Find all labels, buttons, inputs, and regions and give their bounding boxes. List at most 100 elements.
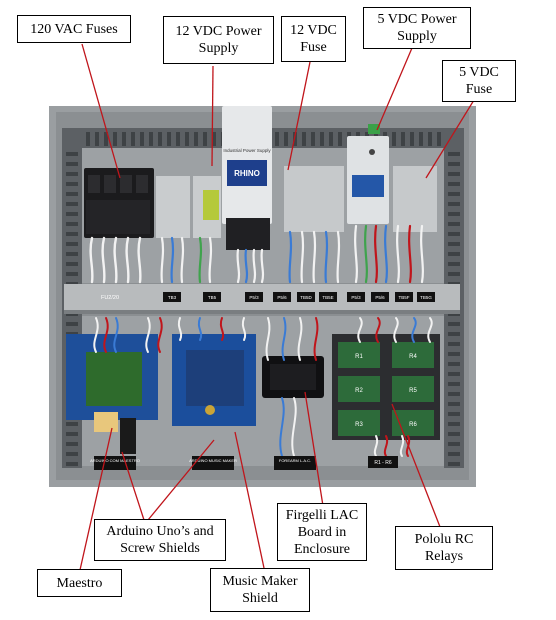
- callout-text: Fuse: [300, 40, 327, 55]
- power-supply-12vdc: RHINO Industrial Power Supply: [222, 106, 272, 250]
- duct-slot: [448, 382, 460, 386]
- duct-slot: [66, 442, 78, 446]
- duct-slot: [66, 272, 78, 276]
- wire: [373, 435, 379, 457]
- wire: [177, 317, 183, 341]
- duct-slot: [86, 132, 90, 146]
- lac-enclosure: [262, 356, 324, 398]
- callout-text: Supply: [397, 29, 437, 44]
- wire: [288, 230, 293, 284]
- callout-text: Arduino Uno’s and: [106, 524, 214, 539]
- duct-slot: [448, 182, 460, 186]
- duct-slot: [448, 462, 460, 466]
- callout-12vdc-power-supply: 12 VDC Power Supply: [163, 16, 274, 64]
- rail-tag-label: P5/6: [277, 295, 287, 300]
- wire: [420, 224, 424, 284]
- duct-slot: [140, 132, 144, 146]
- duct-slot: [448, 422, 460, 426]
- wire: [160, 236, 165, 284]
- arduino-maestro-stack: [66, 334, 158, 454]
- wire: [219, 317, 225, 341]
- rail-tag: [395, 292, 413, 302]
- duct-slot: [338, 132, 342, 146]
- wire: [364, 224, 368, 284]
- wire: [125, 236, 130, 284]
- callout-music-maker-shield: Music Maker Shield: [210, 568, 310, 612]
- duct-slot: [448, 362, 460, 366]
- rail-tag: [245, 292, 263, 302]
- relay-board: [338, 342, 380, 368]
- relay-board: [392, 342, 434, 368]
- wire: [101, 236, 106, 284]
- rail-tag: [203, 292, 221, 302]
- rail-tag-label: TB5F: [398, 295, 409, 300]
- callout-maestro: Maestro: [37, 569, 122, 597]
- wire: [357, 317, 363, 343]
- callout-text: Enclosure: [294, 541, 350, 557]
- duct-slot: [185, 132, 189, 146]
- rail-tag: [319, 292, 337, 302]
- fuse-holders-120vac: [84, 168, 154, 238]
- duct-slot: [131, 132, 135, 146]
- duct-slot: [66, 422, 78, 426]
- duct-slot: [448, 352, 460, 356]
- callout-text: 5 VDC Power: [377, 12, 457, 27]
- callout-5vdc-fuse: 5 VDC Fuse: [442, 60, 516, 102]
- wire: [113, 236, 118, 284]
- callout-text: Supply: [198, 41, 239, 56]
- label-arduino-music: ARDUINO MUSIC MAKER: [189, 458, 237, 463]
- wire: [197, 317, 203, 341]
- duct-slot: [66, 232, 78, 236]
- duct-slot: [66, 222, 78, 226]
- wire: [384, 224, 388, 284]
- rail-tag: [163, 292, 181, 302]
- wire: [208, 236, 213, 284]
- duct-slot: [311, 132, 315, 146]
- duct-slot: [66, 262, 78, 266]
- wire: [180, 236, 185, 284]
- duct-slot: [320, 132, 324, 146]
- duct-slot: [176, 132, 180, 146]
- wire: [145, 317, 151, 353]
- wire: [297, 317, 303, 361]
- wire: [354, 224, 358, 284]
- wire: [137, 236, 142, 284]
- wire: [241, 317, 247, 341]
- terminal-blocks-left: [156, 176, 221, 238]
- relay-board: [392, 376, 434, 402]
- rail-tag: [347, 292, 365, 302]
- callout-5vdc-power-supply: 5 VDC Power Supply: [363, 7, 471, 49]
- duct-slot: [448, 262, 460, 266]
- duct-slot: [66, 192, 78, 196]
- duct-slot: [448, 272, 460, 276]
- duct-slot: [66, 172, 78, 176]
- psu-12vdc-brand: RHINO: [234, 169, 260, 178]
- duct-slot: [410, 132, 414, 146]
- duct-slot: [149, 132, 153, 146]
- terminal-blocks-middle: [284, 166, 344, 232]
- relay-board: [338, 410, 380, 436]
- relay-label: R6: [409, 422, 417, 428]
- wire: [157, 317, 163, 353]
- rail-tag: [273, 292, 291, 302]
- duct-slot: [122, 132, 126, 146]
- duct-slot: [437, 132, 441, 146]
- duct-slot: [448, 172, 460, 176]
- wire: [312, 230, 317, 284]
- rail-tag-label: P5/3: [351, 295, 361, 300]
- wire: [89, 236, 94, 284]
- duct-slot: [448, 402, 460, 406]
- duct-slot: [66, 452, 78, 456]
- wiring-lower: [93, 317, 433, 457]
- callout-text: Fuse: [465, 82, 493, 97]
- wire: [408, 224, 412, 284]
- label-arduino-com: ARDUINO COM MAESTRO: [90, 458, 140, 463]
- duct-slot: [212, 132, 216, 146]
- duct-slot: [203, 132, 207, 146]
- duct-slot: [66, 202, 78, 206]
- duct-slot: [66, 432, 78, 436]
- duct-slot: [392, 132, 396, 146]
